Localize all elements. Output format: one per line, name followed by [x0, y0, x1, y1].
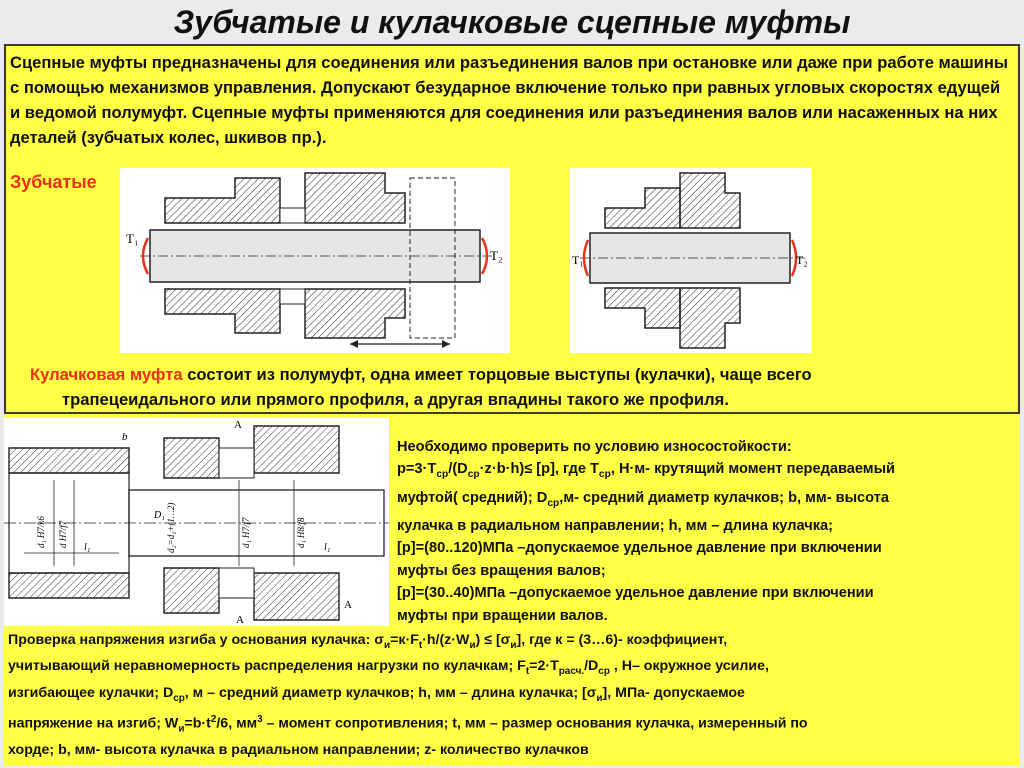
wear-check-heading: Необходимо проверить по условию износост… [397, 439, 792, 455]
toothed-coupling-figure: T₁ T₂ [120, 168, 510, 353]
wear-check-line3: кулачка в радиальном направлении; h, мм … [397, 518, 833, 535]
dim-d1-f7: d₁ H7/f7 [241, 517, 251, 548]
cam-coupling-line2: трапецеидального или прямого профиля, а … [62, 390, 729, 409]
wear-check-line7: муфты при вращении валов. [397, 607, 608, 624]
cam-coupling-term: Кулачковая муфта [30, 365, 183, 384]
cam-coupling-text: Кулачковая муфта состоит из полумуфт, од… [30, 362, 1010, 412]
cam-coupling-line1: состоит из полумуфт, одна имеет торцовые… [182, 365, 812, 384]
cam-coupling-drawing: b A A A d₁ H7/k6 d H7/f7 d₂=d₁+(1…2) d₁ … [4, 419, 389, 626]
toothed-heading: Зубчатые [10, 172, 97, 192]
bending-line5: хорде; b, мм- высота кулачка в радиально… [8, 742, 589, 759]
dim-l1-right: l₁ [324, 542, 330, 553]
bending-check-text: Проверка напряжения изгиба у основания к… [8, 630, 1014, 762]
dim-d1-f8: d₁ H8/f8 [296, 517, 306, 548]
wear-check-formula: p=3·Tср/(Dср·z·b·h)≤ [p], где Tср, H·м- … [397, 461, 896, 481]
torque-t2-label: T₂ [490, 248, 502, 263]
label-a-top: A [234, 419, 242, 431]
wear-check-line5: муфты без вращения валов; [397, 562, 606, 579]
cam-coupling-figure: b A A A d₁ H7/k6 d H7/f7 d₂=d₁+(1…2) d₁ … [4, 418, 389, 626]
toothed-coupling-drawing: T₁ T₂ [126, 172, 502, 348]
dim-d1-k6: d₁ H7/k6 [36, 516, 46, 548]
wear-check-line2: муфтой( средний); Dср,м- средний диаметр… [397, 489, 889, 509]
dim-d2: d₂=d₁+(1…2) [166, 503, 176, 553]
torque-t1-label: T₁ [126, 231, 138, 246]
intro-paragraph: Сцепные муфты предназначены для соединен… [10, 53, 1009, 147]
toothed-coupling-drawing-2: T₁ T₂ [572, 172, 808, 349]
bending-line3: изгибающее кулачки; Dср, м – средний диа… [8, 684, 745, 704]
label-b: b [122, 431, 128, 443]
bending-line1: Проверка напряжения изгиба у основания к… [8, 632, 728, 651]
label-a-right: A [344, 599, 352, 611]
bending-line4: напряжение на изгиб; Wи=b·t2/6, мм3 – мо… [8, 714, 808, 735]
dim-D1: D₁ [153, 510, 165, 521]
bending-line2: учитывающий неравномерность распределени… [8, 658, 769, 678]
torque-t1-label-2: T₁ [572, 253, 584, 267]
page-title: Зубчатые и кулачковые сцепные муфты [173, 4, 851, 40]
dim-d-f7: d H7/f7 [58, 520, 68, 548]
dim-l1-left: l₁ [84, 542, 90, 553]
toothed-coupling-figure-2: T₁ T₂ [570, 168, 812, 353]
wear-check-line4: [p]=(80..120)МПа –допускаемое удельное д… [397, 540, 882, 557]
wear-check-text: Необходимо проверить по условию износост… [397, 436, 1014, 627]
wear-check-line6: [p]=(30..40)МПа –допускаемое удельное да… [397, 585, 874, 602]
label-a-bottom: A [236, 614, 244, 626]
torque-t2-label-2: T₂ [796, 253, 808, 267]
